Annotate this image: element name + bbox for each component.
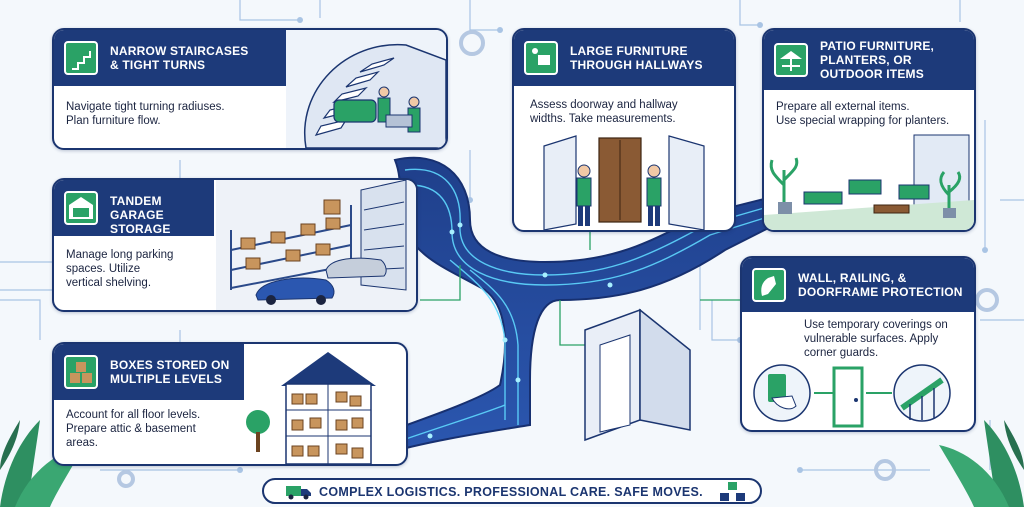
card-title: WALL, RAILING, & DOORFRAME PROTECTION bbox=[798, 271, 963, 299]
house-levels-illustration bbox=[246, 352, 376, 464]
card-header: PATIO FURNITURE, PLANTERS, OR OUTDOOR IT… bbox=[764, 30, 974, 90]
card-header: NARROW STAIRCASES & TIGHT TURNS bbox=[54, 30, 304, 86]
card-tandem-garage: TANDEM GARAGE STORAGE Manage long parkin… bbox=[52, 178, 418, 312]
card-description: Assess doorway and hallway widths. Take … bbox=[530, 99, 678, 125]
delivery-truck-icon bbox=[286, 484, 312, 505]
plant-right bbox=[939, 420, 1024, 507]
staircase-illustration bbox=[286, 30, 446, 148]
card-boxes-levels: BOXES STORED ON MULTIPLE LEVELS Account … bbox=[52, 342, 408, 466]
patio-umbrella-icon bbox=[774, 43, 808, 77]
card-description: Prepare all external items. Use special … bbox=[776, 101, 950, 127]
slogan-banner: COMPLEX LOGISTICS. PROFESSIONAL CARE. SA… bbox=[262, 478, 762, 504]
doorway-frame-illustration bbox=[584, 308, 691, 442]
glow-dots bbox=[427, 222, 708, 439]
patio-illustration bbox=[764, 134, 974, 230]
wardrobe-movers-illustration bbox=[543, 135, 705, 230]
box-network-icon bbox=[720, 482, 746, 507]
card-large-furniture: LARGE FURNITURE THROUGH HALLWAYS Assess … bbox=[512, 28, 736, 232]
garage-icon bbox=[64, 191, 98, 225]
gear-icons bbox=[117, 30, 999, 488]
card-title: NARROW STAIRCASES & TIGHT TURNS bbox=[110, 44, 249, 72]
card-title: TANDEM GARAGE STORAGE bbox=[110, 194, 171, 236]
card-wall-protection: WALL, RAILING, & DOORFRAME PROTECTION Us… bbox=[740, 256, 976, 432]
card-description: Navigate tight turning radiuses. Plan fu… bbox=[66, 101, 225, 127]
card-header: LARGE FURNITURE THROUGH HALLWAYS bbox=[514, 30, 734, 86]
stacked-boxes-icon bbox=[64, 355, 98, 389]
card-header: BOXES STORED ON MULTIPLE LEVELS bbox=[54, 344, 244, 400]
card-header: TANDEM GARAGE STORAGE bbox=[54, 180, 214, 236]
card-header: WALL, RAILING, & DOORFRAME PROTECTION bbox=[742, 258, 974, 312]
card-narrow-staircases: NARROW STAIRCASES & TIGHT TURNS Navigate… bbox=[52, 28, 448, 150]
protection-illustrations bbox=[753, 364, 951, 428]
card-description: Use temporary coverings on vulnerable su… bbox=[804, 319, 948, 359]
movers-carrying-icon bbox=[524, 41, 558, 75]
card-title: PATIO FURNITURE, PLANTERS, OR OUTDOOR IT… bbox=[820, 39, 935, 81]
garage-illustration bbox=[216, 180, 416, 310]
hand-wrap-icon bbox=[752, 268, 786, 302]
card-description: Account for all floor levels. Prepare at… bbox=[66, 409, 201, 449]
card-title: LARGE FURNITURE THROUGH HALLWAYS bbox=[570, 44, 703, 72]
card-title: BOXES STORED ON MULTIPLE LEVELS bbox=[110, 358, 230, 386]
card-patio-furniture: PATIO FURNITURE, PLANTERS, OR OUTDOOR IT… bbox=[762, 28, 976, 232]
slogan-text: COMPLEX LOGISTICS. PROFESSIONAL CARE. SA… bbox=[319, 485, 703, 499]
spiral-staircase-icon bbox=[64, 41, 98, 75]
card-description: Manage long parking spaces. Utilize vert… bbox=[66, 249, 174, 289]
